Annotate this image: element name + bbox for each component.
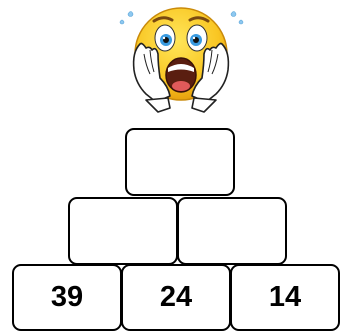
pyramid-bottom-right-cell: 14 — [230, 264, 340, 331]
pyramid-bottom-middle-cell: 24 — [121, 264, 231, 331]
pyramid-middle-left-cell[interactable] — [68, 197, 178, 265]
pyramid-middle-right-cell[interactable] — [177, 197, 287, 265]
pyramid-bottom-left-cell: 39 — [12, 264, 122, 331]
scared-face-icon — [118, 4, 244, 116]
pyramid-top-cell[interactable] — [125, 128, 235, 196]
